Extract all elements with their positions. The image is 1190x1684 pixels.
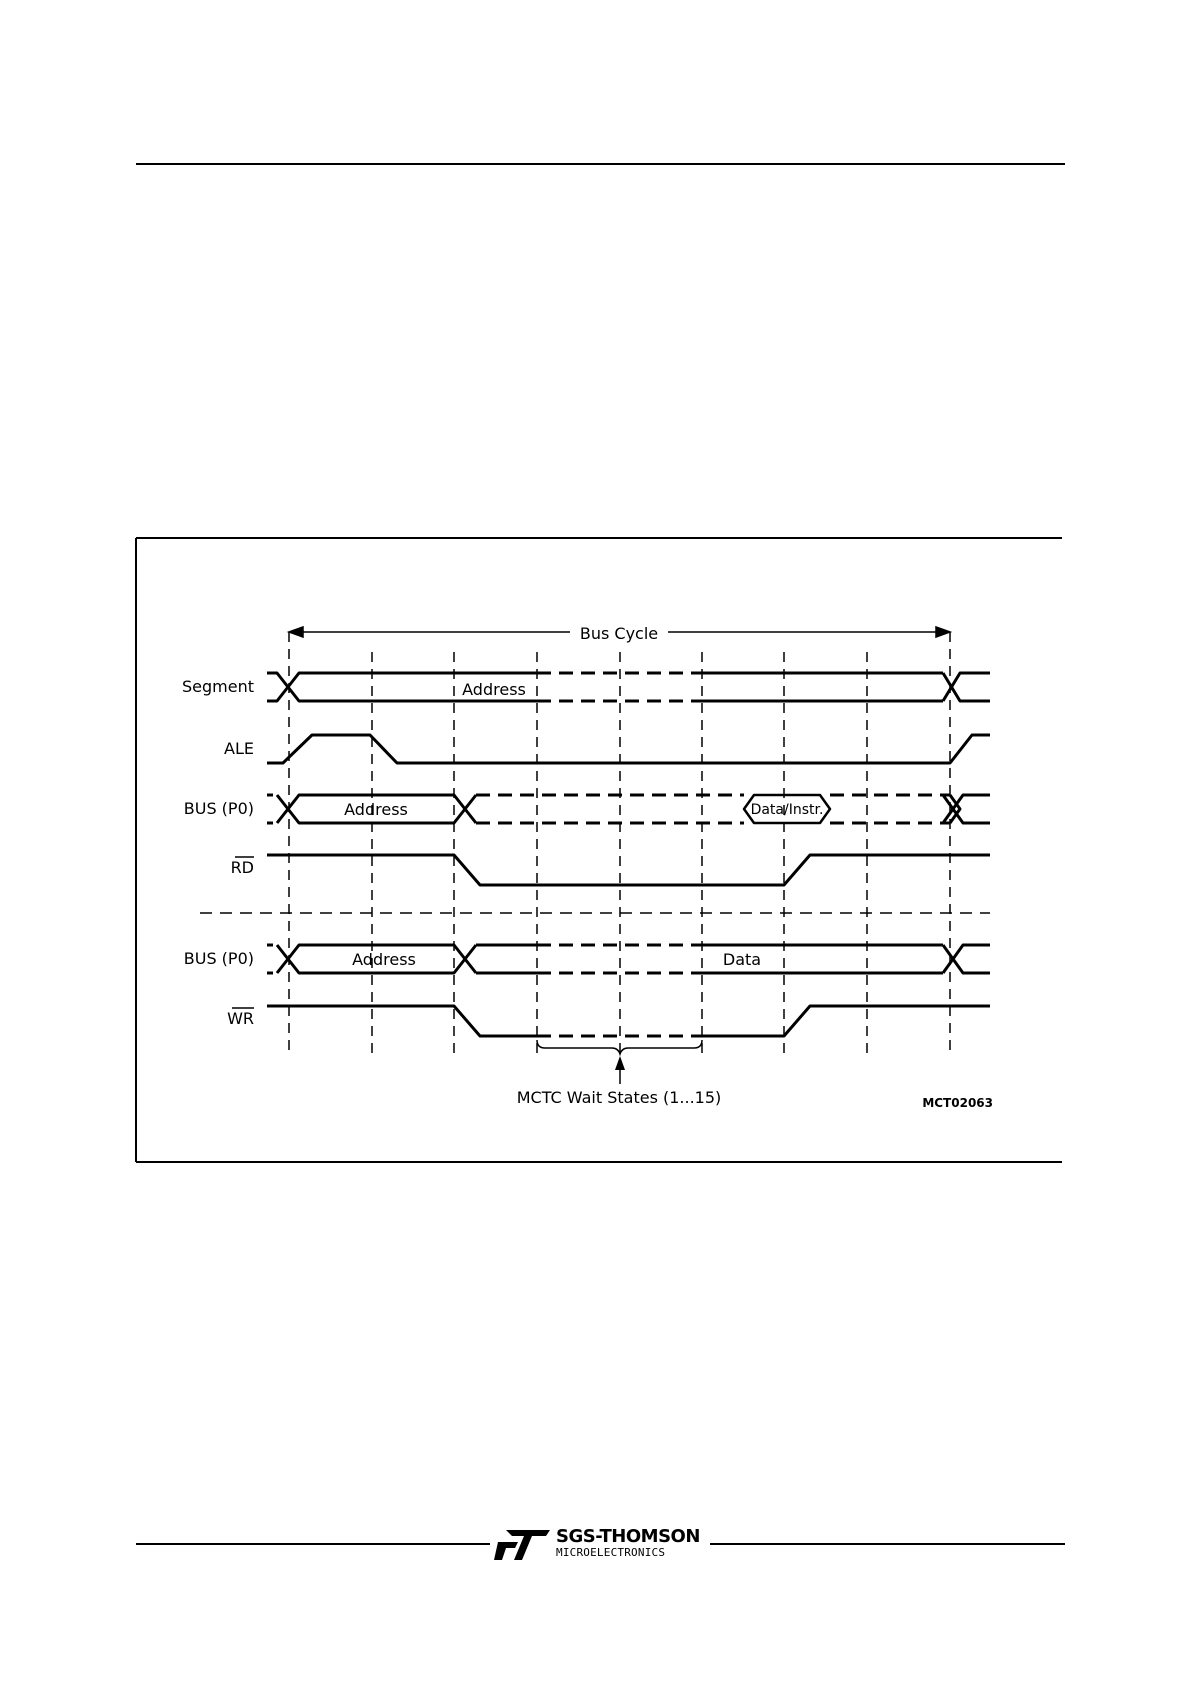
signal-label-bus-read: BUS (P0) <box>184 799 254 818</box>
wr-waveform <box>267 1004 990 1038</box>
bus-write-data-label: Data <box>723 950 761 969</box>
signal-label-ale: ALE <box>224 739 254 758</box>
wait-states-arrowhead <box>615 1056 625 1070</box>
time-markers <box>288 632 951 1054</box>
st-logo-mark <box>494 1530 550 1560</box>
ale-waveform <box>267 733 990 765</box>
signal-label-segment: Segment <box>182 677 254 696</box>
signal-label-bus-write: BUS (P0) <box>184 949 254 968</box>
footer-rule-left <box>136 1543 492 1545</box>
diagram-frame <box>135 537 1062 1163</box>
bus-read-waveform <box>267 793 990 825</box>
bus-read-address-label: Address <box>344 800 408 819</box>
segment-waveform <box>267 671 990 703</box>
wait-states-label: MCTC Wait States (1...15) <box>517 1088 722 1107</box>
bus-cycle-label: Bus Cycle <box>580 624 658 643</box>
bus-cycle-arrow <box>286 625 953 639</box>
footer-rule-right <box>708 1543 1065 1545</box>
logo-line-1: SGS-THOMSON <box>556 1526 700 1547</box>
bus-write-waveform <box>267 943 990 975</box>
company-logo: SGS-THOMSON MICROELECTRONICS <box>490 1524 710 1564</box>
rd-waveform <box>267 853 990 887</box>
bus-write-address-label: Address <box>352 950 416 969</box>
signal-label-wr: WR <box>227 1009 254 1028</box>
segment-address-label: Address <box>462 680 526 699</box>
header-rule <box>136 163 1065 165</box>
signal-label-rd: RD <box>231 858 254 877</box>
bus-read-data-label: Data/Instr. <box>751 802 824 818</box>
figure-code: MCT02063 <box>922 1096 993 1110</box>
waveforms <box>267 671 990 1038</box>
logo-line-2: MICROELECTRONICS <box>556 1546 666 1559</box>
